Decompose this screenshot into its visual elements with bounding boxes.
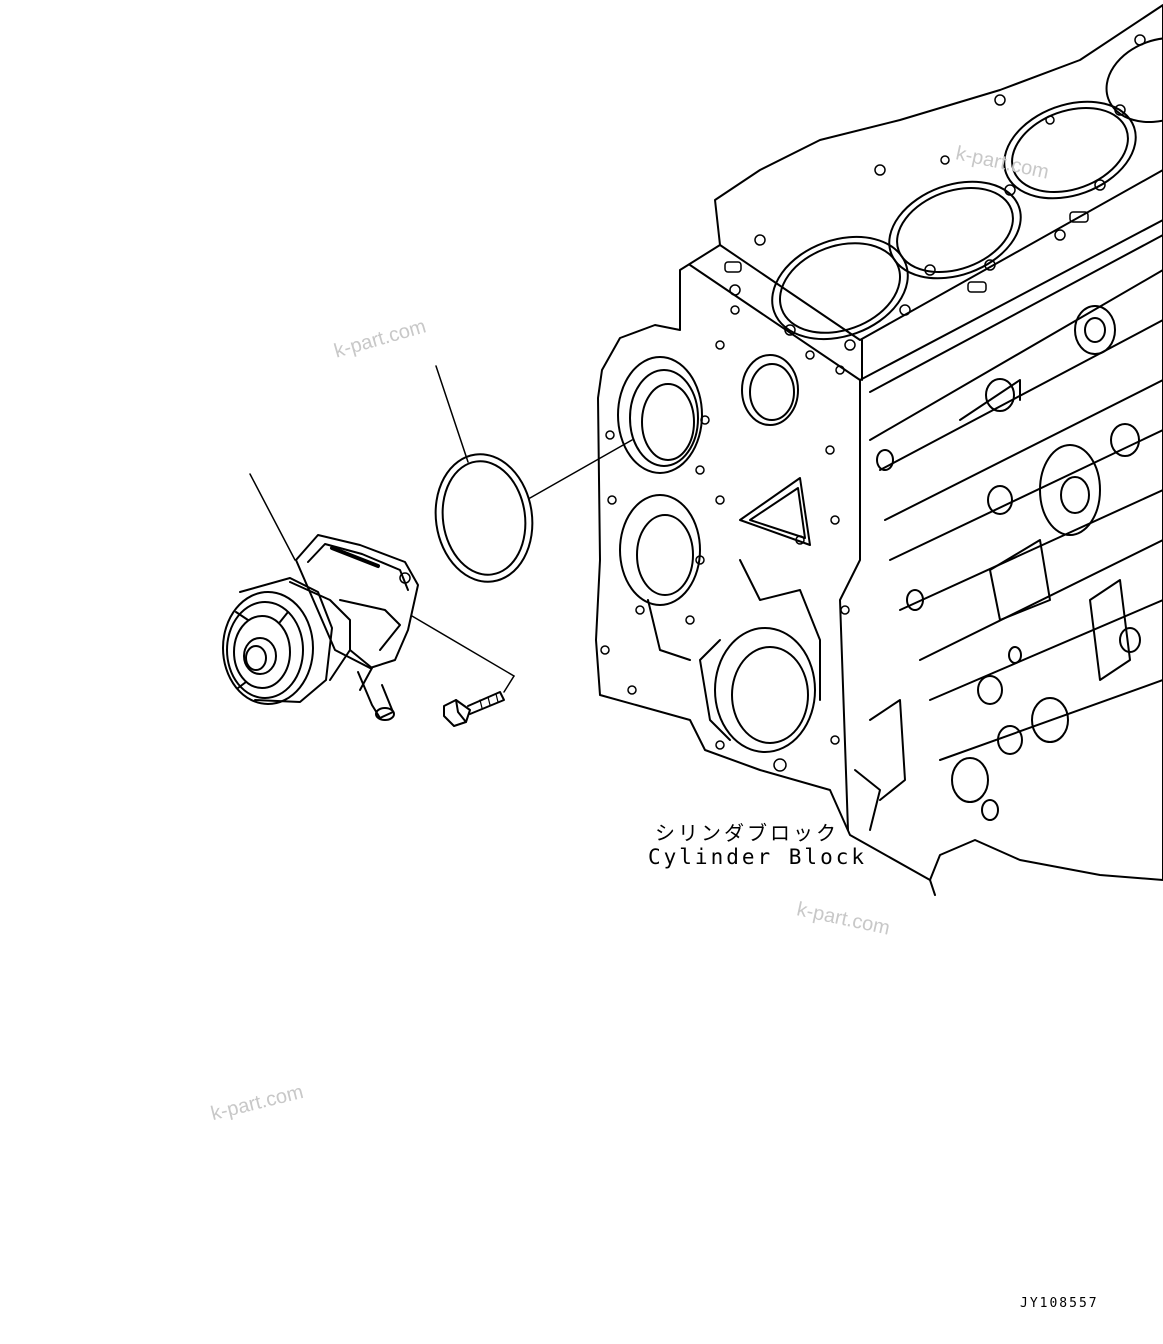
leader-lines [249, 365, 633, 693]
water-pump [222, 534, 419, 721]
gasket-ring [434, 453, 534, 583]
cylinder-block [595, 4, 1163, 896]
cylinder-block-label-en: Cylinder Block [648, 845, 868, 869]
bolt [443, 691, 505, 727]
figure-code: JY108557 [1020, 1296, 1099, 1311]
cylinder-block-label-jp: シリンダブロック [655, 821, 839, 845]
